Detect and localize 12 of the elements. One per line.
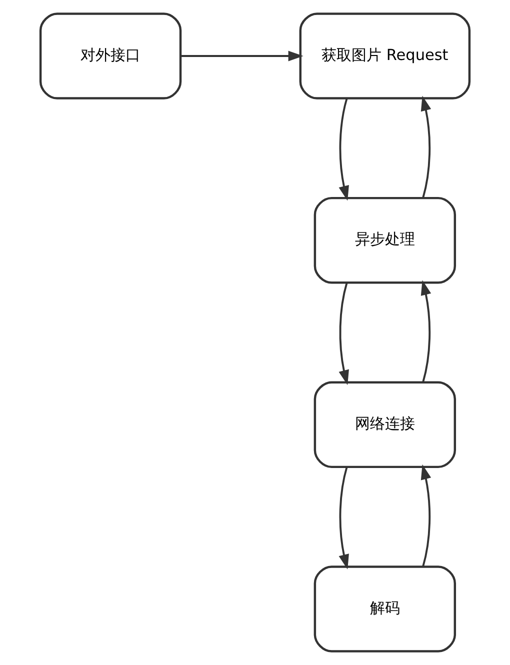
node-box: 对外接口 [39,12,182,100]
arrow [420,96,432,198]
arrow [338,98,349,201]
arrow [420,464,432,567]
node-box: 获取图片 Request [299,12,471,100]
node-box: 异步处理 [314,196,456,284]
arrow [338,467,349,570]
node-box: 解码 [314,566,456,652]
arrow [420,280,432,382]
node-box: 网络连接 [314,381,456,468]
arrow [338,282,349,386]
arrow [180,50,304,62]
